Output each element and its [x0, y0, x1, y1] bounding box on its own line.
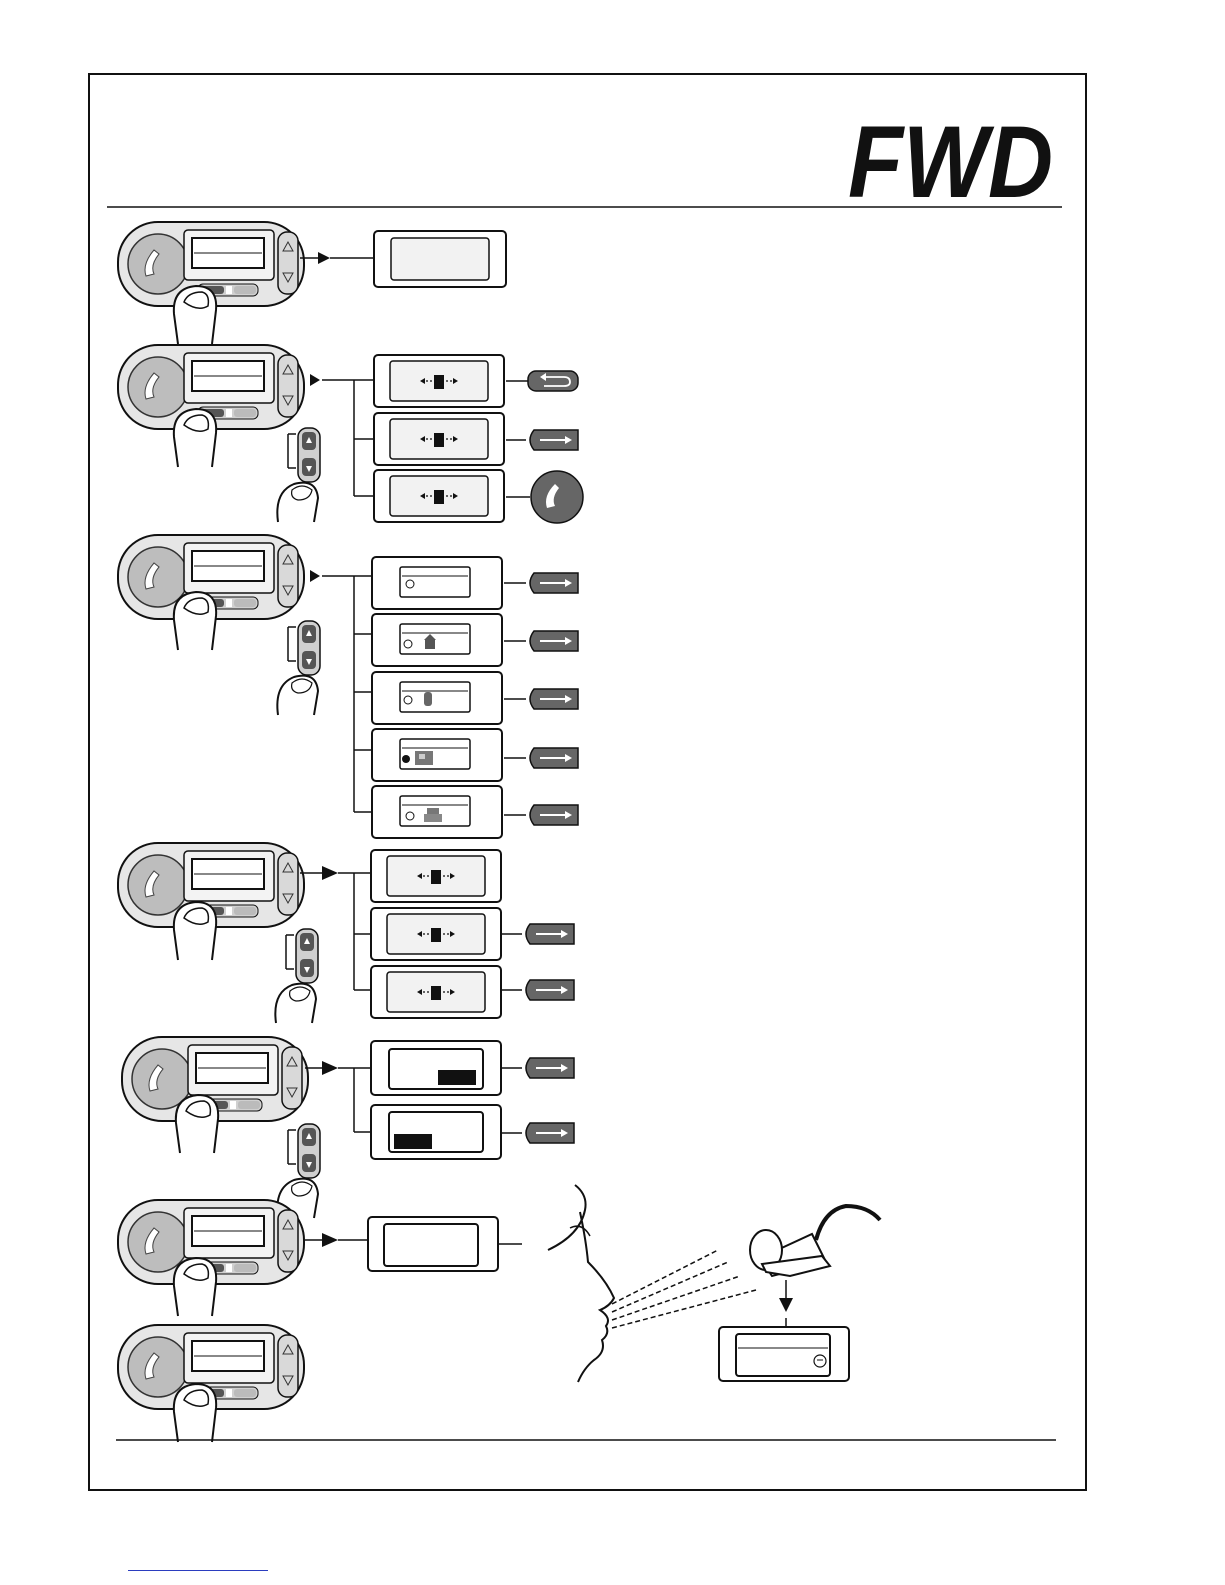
finger-icon [174, 286, 216, 344]
speech-bubble-icon [814, 1355, 826, 1367]
step-2 [118, 345, 583, 523]
menu-option [374, 470, 504, 522]
forward-arrow-icon [526, 980, 574, 1000]
forward-arrow-icon [530, 805, 578, 825]
car-icon [415, 751, 433, 765]
back-arrow-icon [528, 371, 578, 391]
microphone-icon [750, 1206, 880, 1276]
side-scroll-icon [277, 1124, 320, 1218]
phone-handset-icon [424, 692, 432, 706]
phone-call-icon [531, 471, 583, 523]
menu-option [371, 908, 501, 960]
finger-icon [176, 1095, 218, 1153]
forward-arrow-icon [526, 924, 574, 944]
step-4 [118, 843, 574, 1023]
menu-option [371, 850, 501, 902]
face-profile-icon [548, 1185, 614, 1382]
forward-arrow-icon [526, 1058, 574, 1078]
side-scroll-icon [275, 929, 318, 1023]
finger-icon [174, 902, 216, 960]
step-6 [118, 1185, 880, 1442]
forward-arrow-icon [530, 689, 578, 709]
finger-icon [174, 409, 216, 467]
profile-option [372, 614, 502, 666]
forward-arrow-icon [530, 573, 578, 593]
level-option-low [371, 1105, 501, 1159]
forward-arrow-icon [530, 748, 578, 768]
forward-arrow-icon [526, 1123, 574, 1143]
profile-option [372, 557, 502, 609]
profile-option [372, 672, 502, 724]
footer-link-underline[interactable] [128, 1570, 268, 1571]
finger-icon [174, 1384, 216, 1442]
step-5 [122, 1037, 574, 1218]
menu-option [374, 413, 504, 465]
side-scroll-icon [277, 428, 320, 522]
side-scroll-icon [277, 621, 320, 715]
level-option-high [371, 1041, 501, 1095]
menu-option [374, 355, 504, 407]
svg-text:FWD: FWD [848, 105, 1053, 219]
fwd-logo: FWD [848, 105, 1053, 219]
profile-option [372, 729, 502, 781]
step-1 [118, 222, 506, 344]
finger-icon [174, 592, 216, 650]
step-3 [118, 535, 578, 838]
finger-icon [174, 1258, 216, 1316]
menu-option [371, 966, 501, 1018]
forward-arrow-icon [530, 430, 578, 450]
forward-arrow-icon [530, 631, 578, 651]
